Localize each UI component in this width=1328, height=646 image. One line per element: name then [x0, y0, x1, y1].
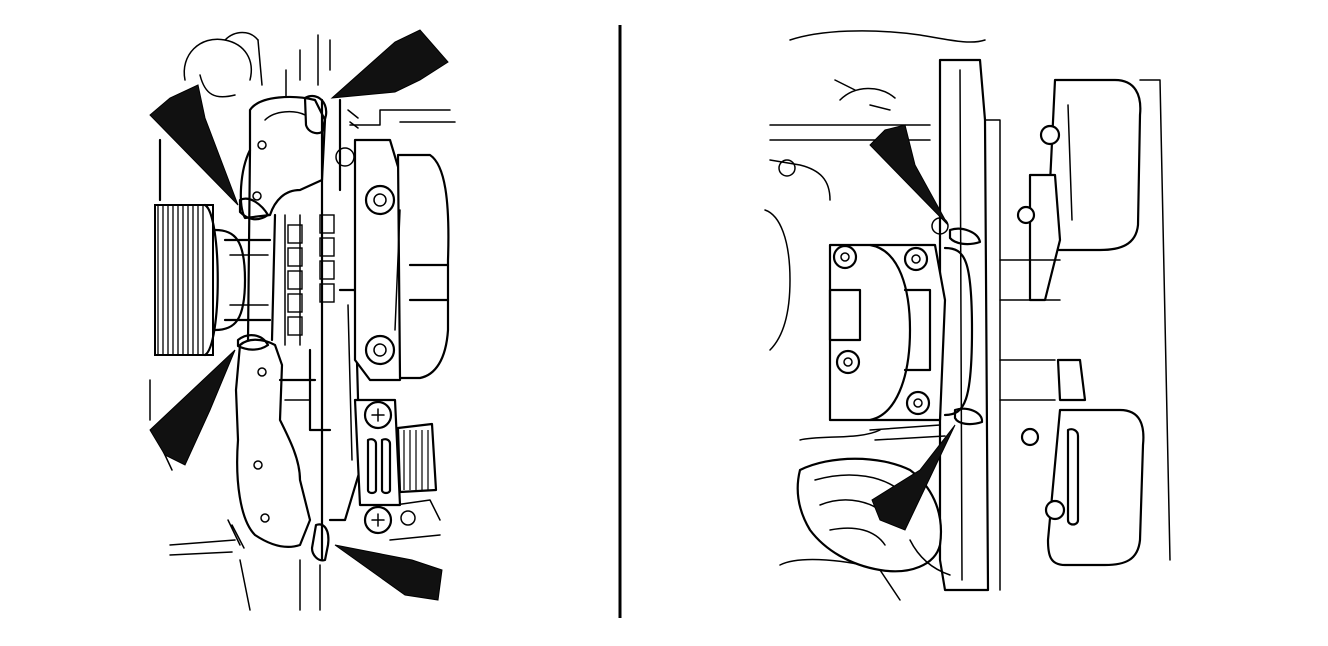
- right-arrows: [869, 124, 956, 531]
- left-tensioner: [335, 109, 450, 382]
- left-panel: [149, 29, 456, 611]
- bolt-icon: [364, 184, 396, 366]
- left-chain-guide: [278, 98, 362, 562]
- arrow-icon: [334, 544, 443, 601]
- right-camshaft-caps: [999, 78, 1171, 567]
- arrow-icon: [330, 29, 449, 99]
- arrow-icon: [149, 84, 239, 206]
- left-seal-housing: [234, 94, 330, 562]
- left-lower-bracket: [353, 398, 438, 535]
- right-seal-housing: [828, 227, 984, 426]
- right-engine-plate: [931, 58, 1001, 592]
- left-drive-gear: [154, 203, 272, 357]
- arrow-icon: [871, 424, 956, 531]
- bolt-icon: [1016, 124, 1066, 521]
- right-panel: [764, 30, 1171, 601]
- bolt-icon: [832, 244, 931, 416]
- left-arrows: [149, 29, 449, 601]
- arrow-icon: [149, 349, 236, 466]
- arrow-icon: [869, 124, 949, 226]
